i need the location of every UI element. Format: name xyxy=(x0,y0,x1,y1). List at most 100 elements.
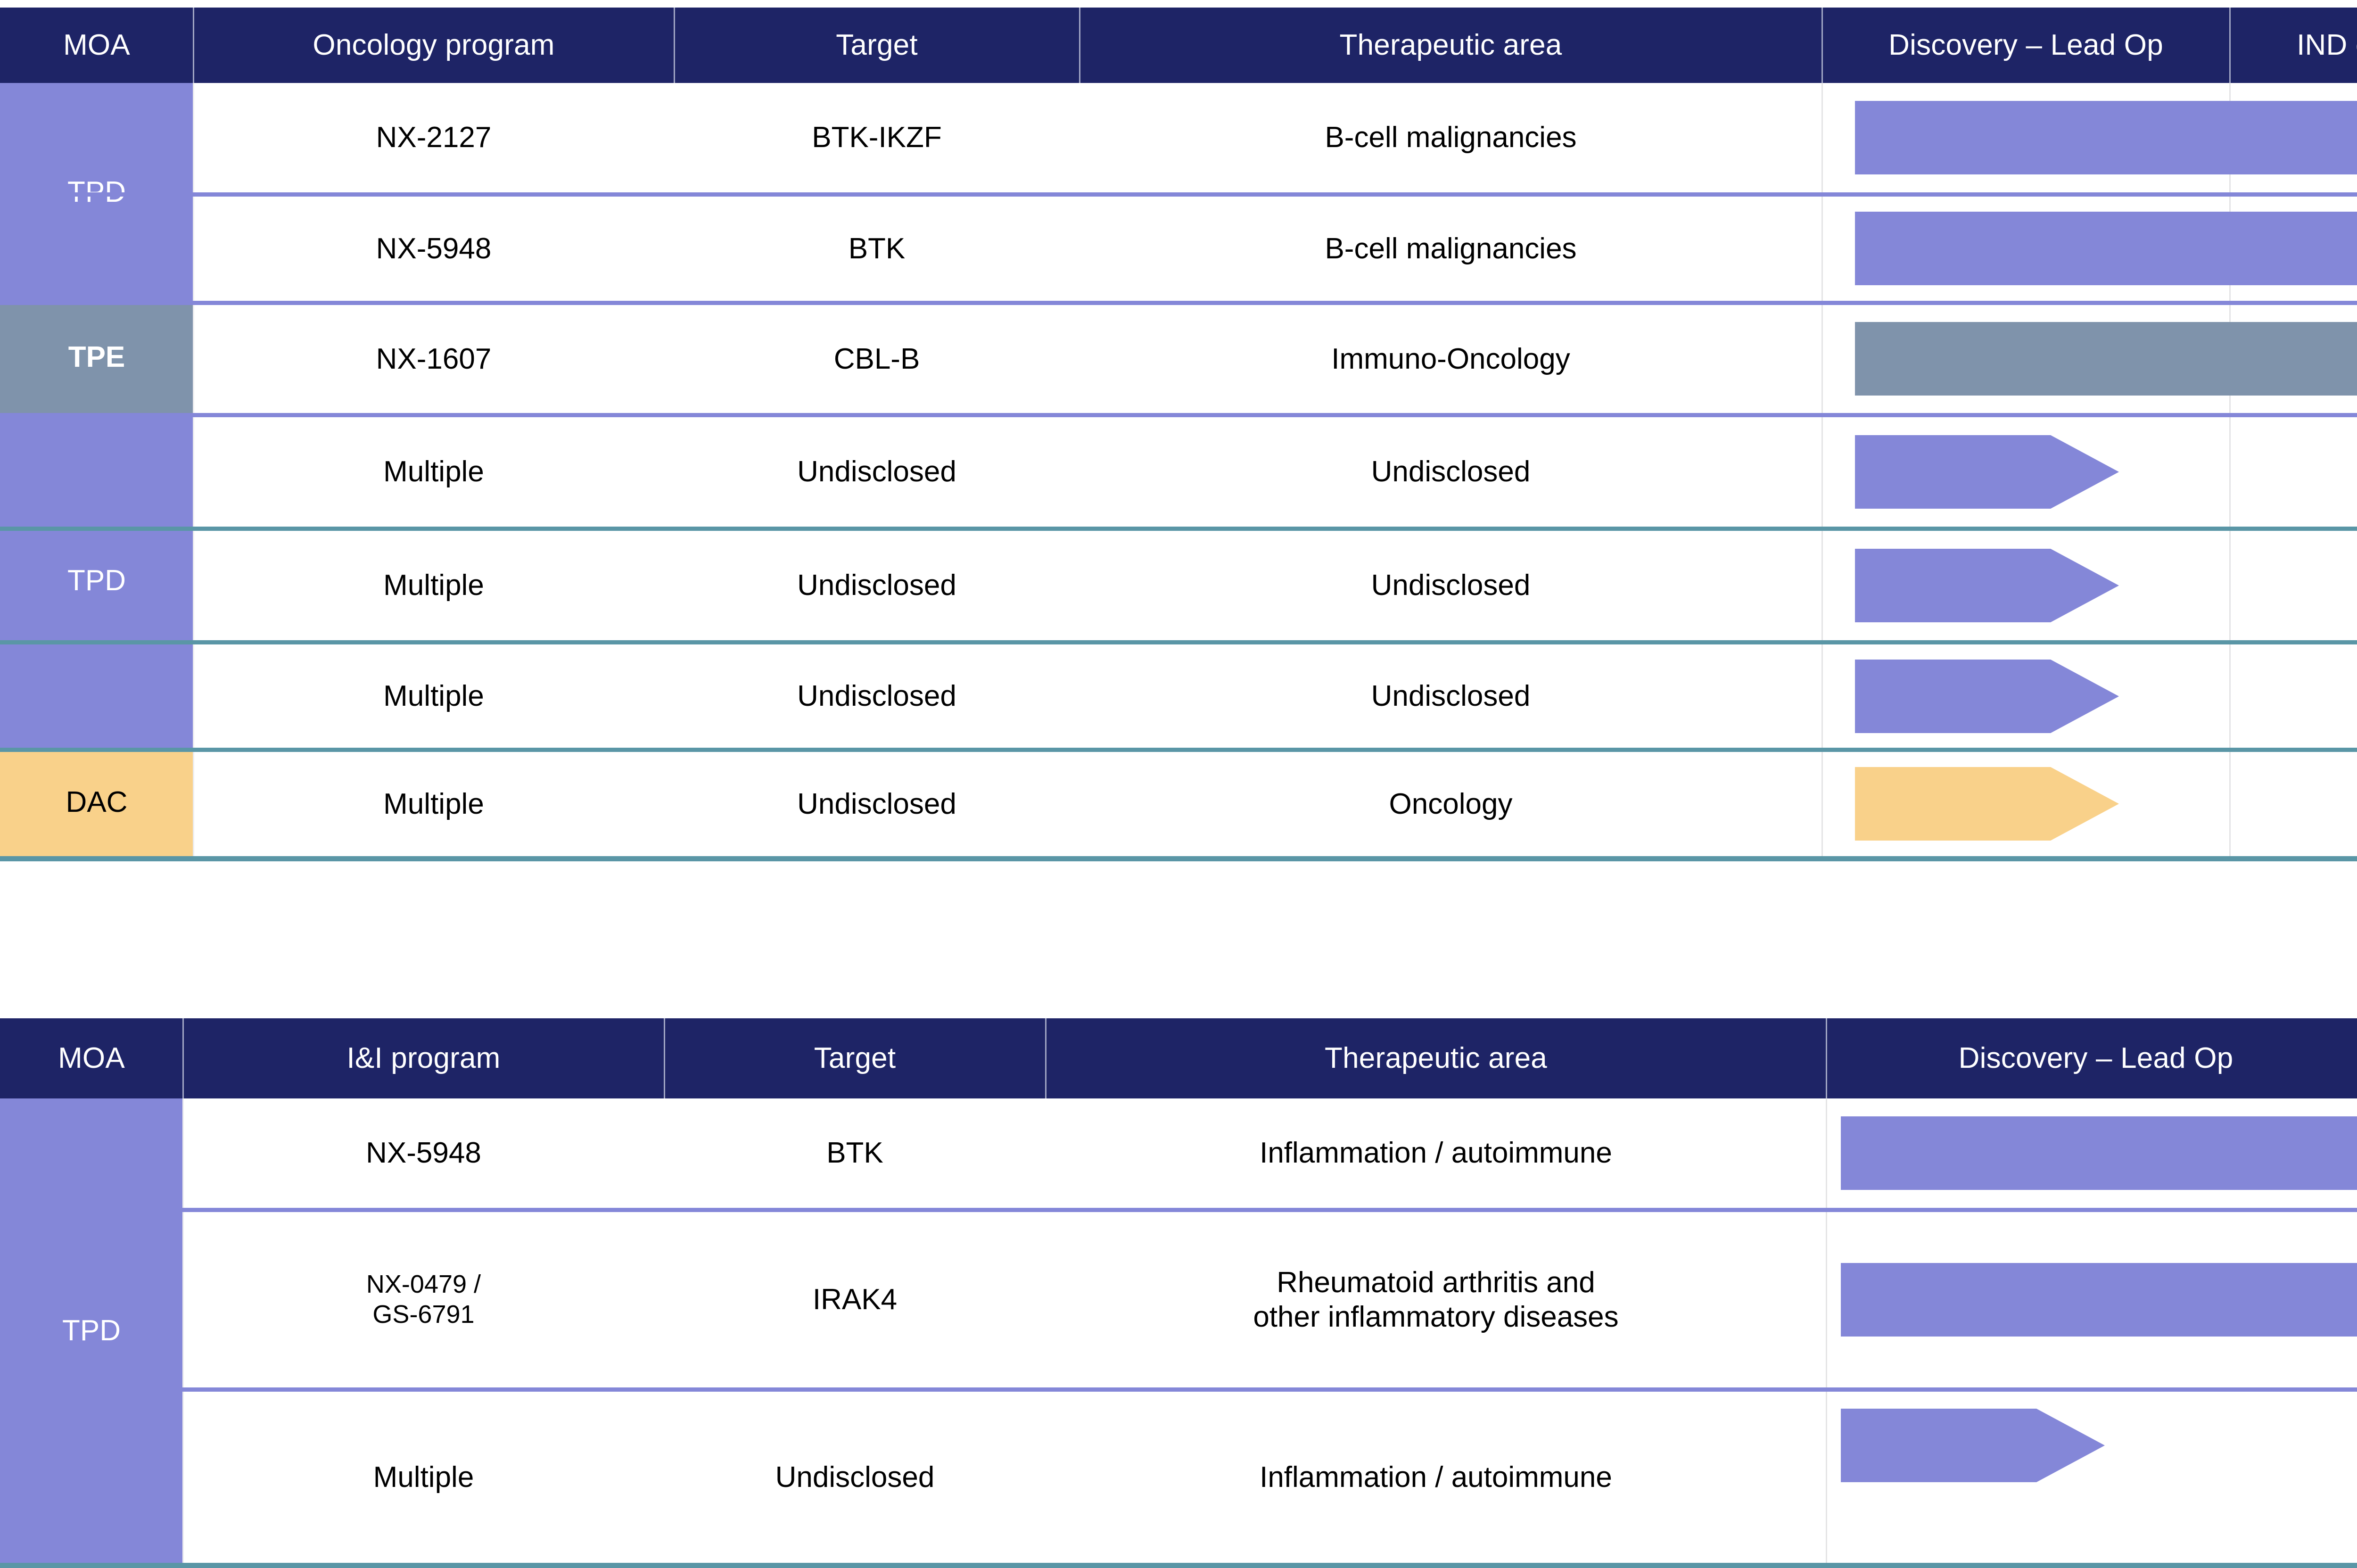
table-row[interactable]: Multiple Undisclosed Inflammation / auto… xyxy=(0,1392,2357,1563)
cell-program: NX-1607 xyxy=(376,342,492,375)
cell-program: NX-5948 xyxy=(376,232,492,265)
progress-arrow-phase1a xyxy=(1855,212,2357,285)
header-rule xyxy=(2229,8,2231,83)
body-rule xyxy=(1821,83,1823,856)
header-rule xyxy=(193,8,194,83)
cell-program: Multiple xyxy=(383,455,484,488)
row-separator xyxy=(0,413,2357,417)
cell-area: Undisclosed xyxy=(1371,455,1531,488)
ii-table-header: MOA I&I program Target Therapeutic area … xyxy=(0,1018,2357,1098)
oncology-table-body: TPD TPE TPD DAC NX-2127 BTK-IKZF B-cell … xyxy=(0,83,2357,970)
oncology-table-header: MOA Oncology program Target Therapeutic … xyxy=(0,8,2357,83)
table-row[interactable]: NX-0479 / GS-6791 IRAK4 Rheumatoid arthr… xyxy=(0,1212,2357,1387)
progress-arrow-discovery xyxy=(1855,767,2119,841)
moa-band-label: TPD xyxy=(67,564,126,597)
table-bottom-border xyxy=(0,1563,2357,1568)
cell-program: Multiple xyxy=(373,1461,474,1494)
header-program: Oncology program xyxy=(313,29,555,62)
cell-program: NX-0479 / GS-6791 xyxy=(183,1212,664,1387)
cell-area: Inflammation / autoimmune xyxy=(1260,1137,1612,1170)
header-program: I&I program xyxy=(346,1042,501,1075)
ii-table-body: TPD NX-5948 BTK Inflammation / autoimmun… xyxy=(0,1098,2357,1568)
body-rule xyxy=(193,83,194,856)
header-target: Target xyxy=(836,29,918,62)
cell-program: Multiple xyxy=(383,787,484,820)
cell-program-line2: GS-6791 xyxy=(372,1300,475,1329)
header-rule xyxy=(1079,8,1080,83)
row-separator xyxy=(0,640,2357,644)
header-rule xyxy=(1045,1018,1047,1098)
row-separator xyxy=(0,301,2357,305)
table-row[interactable]: Multiple Undisclosed Undisclosed sanofi xyxy=(0,644,2357,748)
cell-area-line2: other inflammatory diseases xyxy=(1253,1301,1619,1333)
body-rule xyxy=(1826,1098,1827,1563)
header-rule xyxy=(664,1018,665,1098)
cell-target: Undisclosed xyxy=(797,569,956,602)
body-rule xyxy=(182,1098,184,1563)
header-rule xyxy=(1826,1018,1827,1098)
header-moa: MOA xyxy=(63,29,130,62)
progress-arrow-phase1a xyxy=(1855,322,2357,396)
moa-band-tpd-2: TPD xyxy=(0,413,193,748)
table-row[interactable]: Multiple Undisclosed Undisclosed xyxy=(0,531,2357,640)
progress-arrow-discovery xyxy=(1855,660,2119,733)
header-moa: MOA xyxy=(58,1042,125,1075)
row-separator xyxy=(0,1208,2357,1212)
header-area: Therapeutic area xyxy=(1339,29,1562,62)
moa-band-label: DAC xyxy=(66,785,128,818)
cell-target: BTK-IKZF xyxy=(812,121,942,154)
row-separator xyxy=(0,748,2357,752)
ii-pipeline-table: MOA I&I program Target Therapeutic area … xyxy=(0,1018,2357,1568)
header-target: Target xyxy=(814,1042,896,1075)
cell-program: NX-5948 xyxy=(366,1137,481,1170)
body-rule xyxy=(2229,83,2231,856)
cell-target: BTK xyxy=(848,232,906,265)
cell-target: Undisclosed xyxy=(775,1461,935,1494)
header-ind: IND enabling xyxy=(2297,29,2357,62)
cell-area: B-cell malignancies xyxy=(1325,121,1577,154)
cell-target: Undisclosed xyxy=(797,455,956,488)
cell-program: Multiple xyxy=(383,569,484,602)
table-row[interactable]: Multiple Undisclosed Oncology Pfizer xyxy=(0,752,2357,856)
cell-area: Immuno-Oncology xyxy=(1331,342,1570,375)
progress-arrow-ind xyxy=(1841,1263,2357,1337)
header-discovery: Discovery – Lead Op xyxy=(1888,29,2163,62)
moa-band-label: TPD xyxy=(62,1314,121,1347)
moa-band-label: TPE xyxy=(68,340,125,373)
cell-area-line1: Rheumatoid arthritis and xyxy=(1277,1266,1595,1299)
header-discovery: Discovery – Lead Op xyxy=(1958,1042,2233,1075)
moa-band-label: TPD xyxy=(67,175,126,208)
table-row[interactable]: NX-5948 BTK B-cell malignancies xyxy=(0,197,2357,301)
progress-arrow-ind xyxy=(1841,1116,2357,1190)
cell-area: Oncology xyxy=(1389,787,1513,820)
table-row[interactable]: Multiple Undisclosed Undisclosed xyxy=(0,417,2357,527)
table-row[interactable]: NX-1607 CBL-B Immuno-Oncology xyxy=(0,305,2357,413)
cell-area: B-cell malignancies xyxy=(1325,232,1577,265)
cell-area: Rheumatoid arthritis and other inflammat… xyxy=(1046,1212,1826,1387)
oncology-pipeline-table: MOA Oncology program Target Therapeutic … xyxy=(0,8,2357,970)
cell-target: BTK xyxy=(826,1137,883,1170)
row-separator xyxy=(0,192,2357,197)
table-bottom-border xyxy=(0,856,2357,861)
table-row[interactable]: NX-5948 BTK Inflammation / autoimmune xyxy=(0,1098,2357,1208)
cell-area: Undisclosed xyxy=(1371,569,1531,602)
cell-program: Multiple xyxy=(383,679,484,712)
header-rule xyxy=(674,8,675,83)
cell-target: Undisclosed xyxy=(797,787,956,820)
row-separator xyxy=(0,527,2357,531)
cell-area: Undisclosed xyxy=(1371,679,1531,712)
cell-target: Undisclosed xyxy=(797,679,956,712)
moa-band-dac: DAC xyxy=(0,748,193,856)
header-rule xyxy=(1821,8,1823,83)
table-row[interactable]: NX-2127 BTK-IKZF B-cell malignancies xyxy=(0,83,2357,192)
cell-program: NX-2127 xyxy=(376,121,492,154)
cell-program-line1: NX-0479 / xyxy=(366,1270,481,1299)
progress-arrow-phase1b xyxy=(1855,101,2357,174)
header-area: Therapeutic area xyxy=(1325,1042,1547,1075)
row-separator xyxy=(0,1387,2357,1392)
cell-area: Inflammation / autoimmune xyxy=(1260,1461,1612,1494)
progress-arrow-discovery xyxy=(1841,1409,2105,1482)
cell-target: IRAK4 xyxy=(812,1283,898,1316)
cell-target: CBL-B xyxy=(833,342,920,375)
